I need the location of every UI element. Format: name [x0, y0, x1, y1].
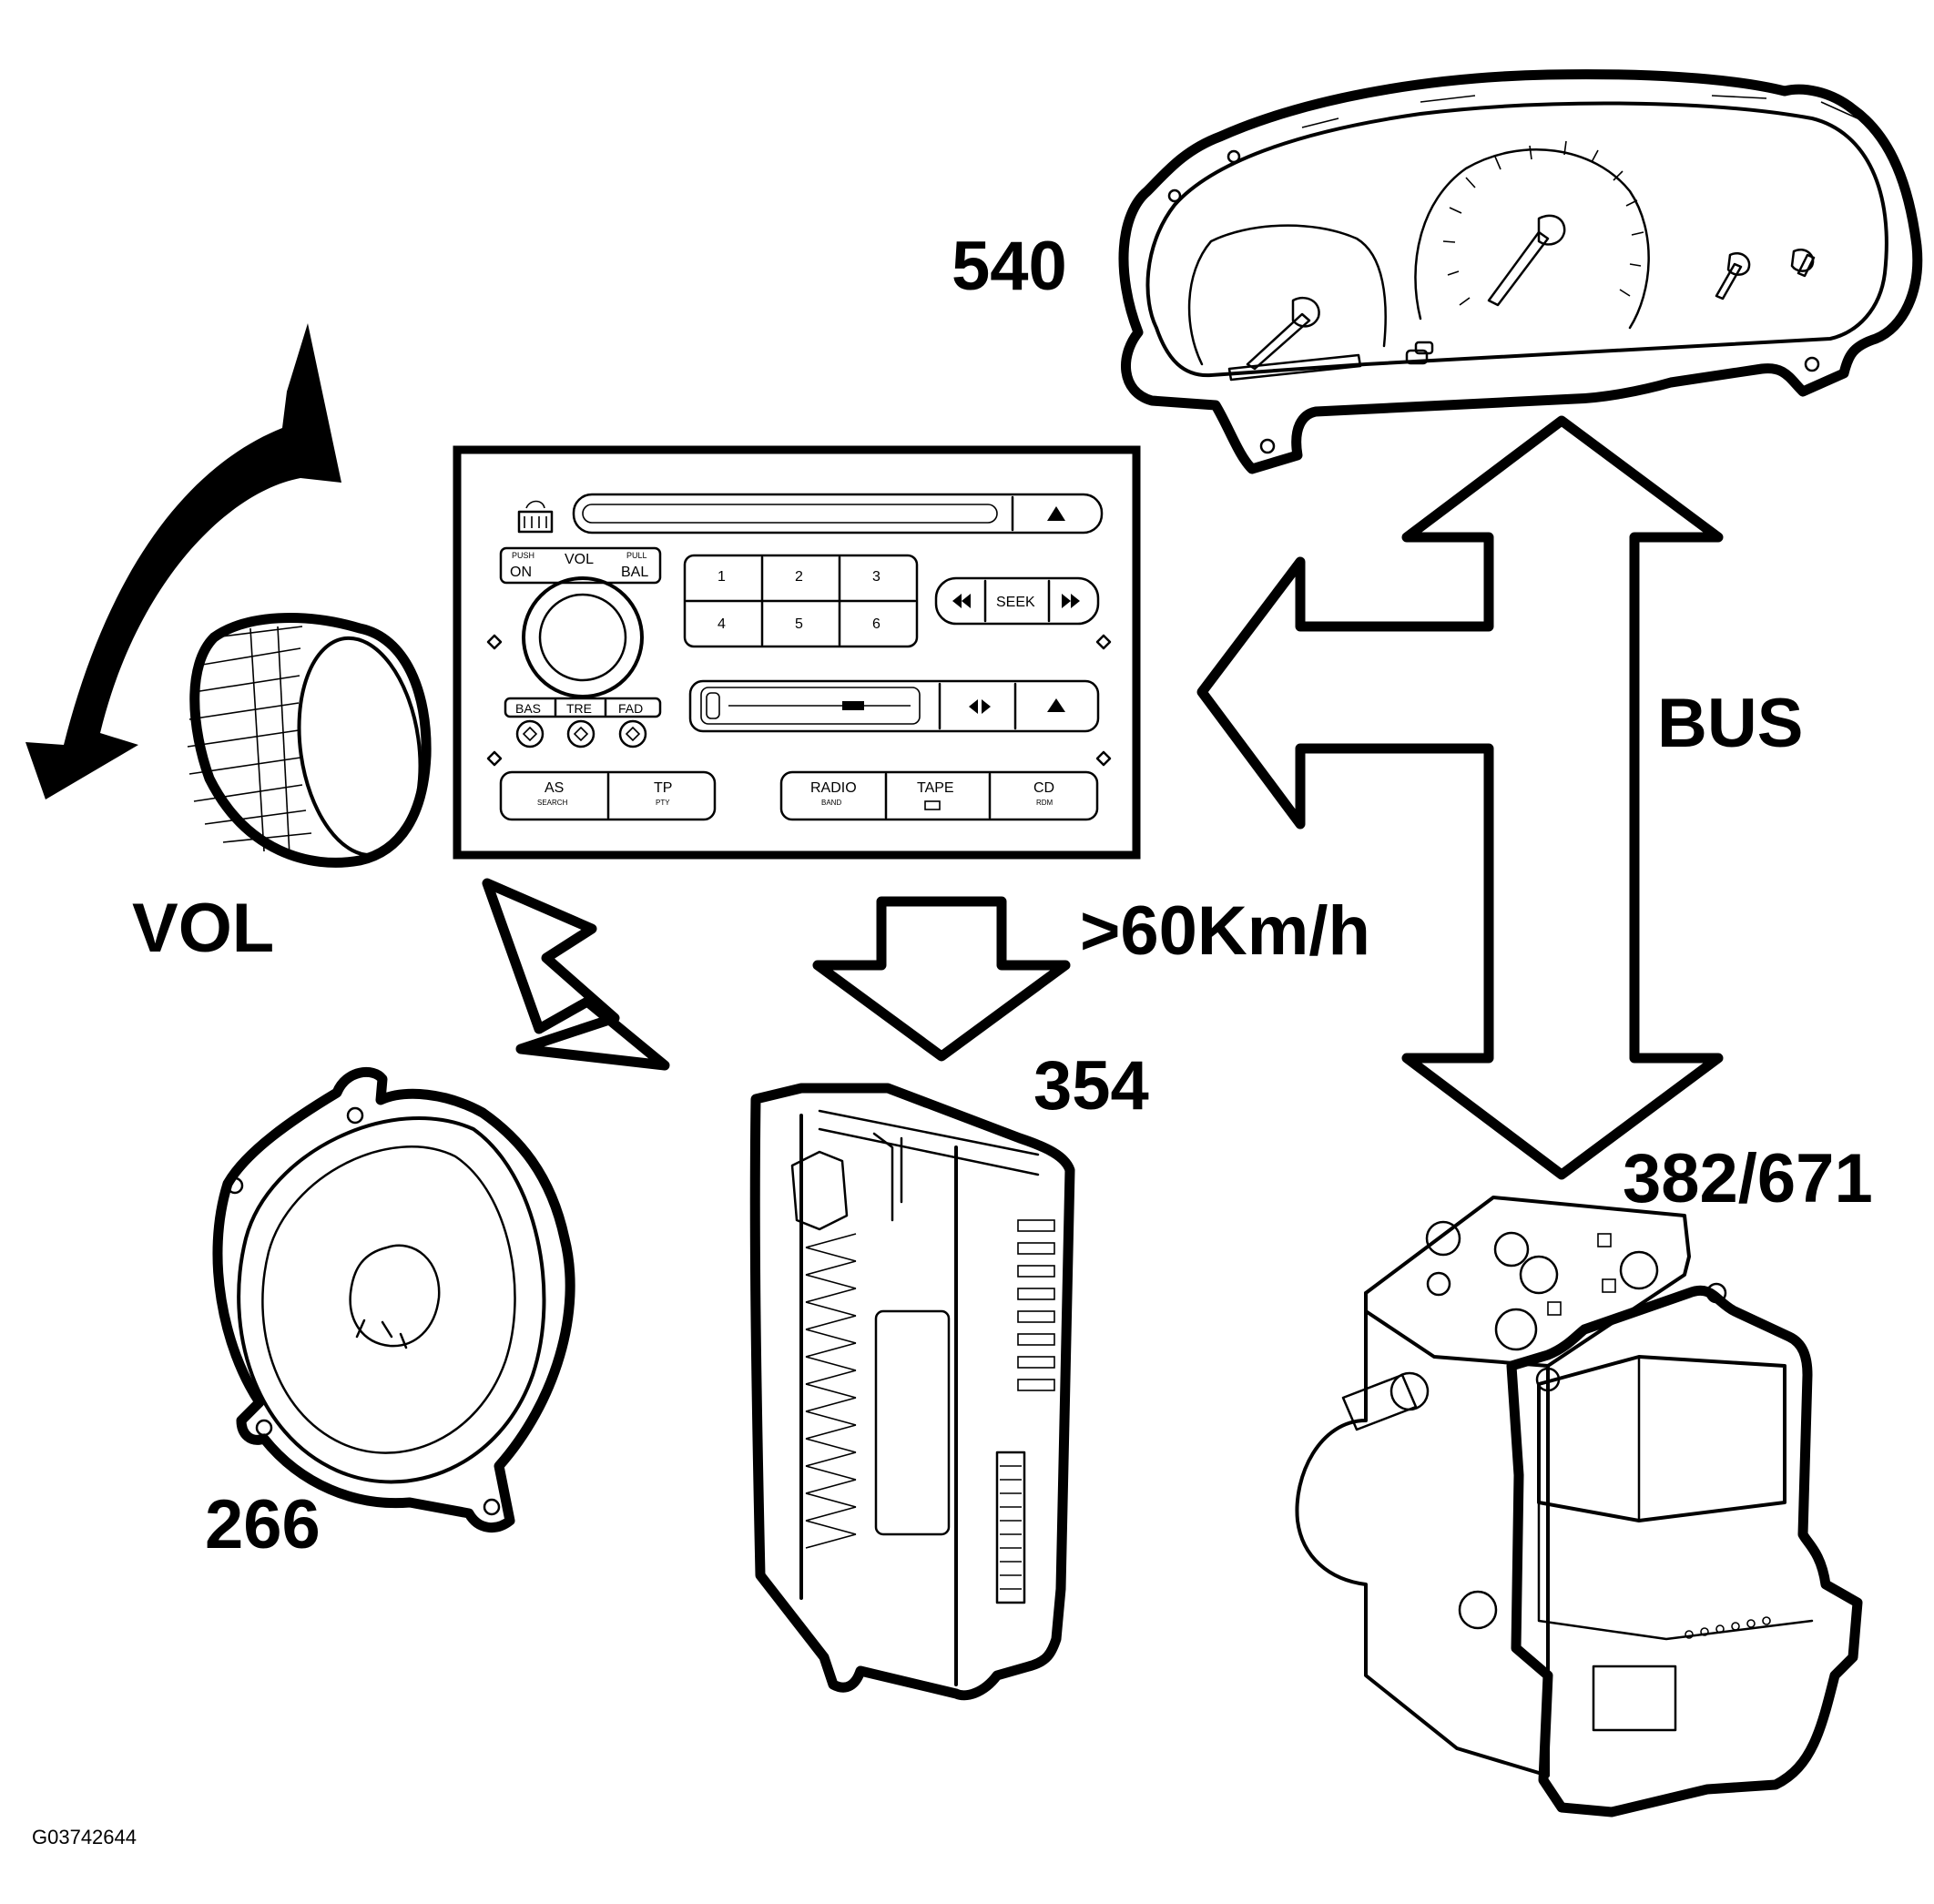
source-buttons	[779, 770, 1099, 821]
tp-label: TP	[654, 780, 673, 796]
seek-back-icon	[952, 594, 971, 608]
abs-module	[1295, 1196, 1863, 1817]
seek-button	[934, 576, 1100, 626]
tp-sub-label: PTY	[656, 799, 670, 807]
abs-socket	[1592, 1665, 1677, 1732]
tre-label: TRE	[566, 701, 592, 716]
eject-icon	[1047, 506, 1065, 521]
speaker	[212, 1067, 575, 1532]
bal-label: BAL	[621, 565, 648, 580]
arrow-to-speaker	[482, 878, 670, 1071]
rotation-arrow	[25, 323, 341, 799]
arrow-to-amplifier	[812, 896, 1071, 1062]
cd-sub-label: RDM	[1036, 799, 1054, 807]
tape-deck	[688, 679, 1100, 733]
amplifier-grille	[805, 1233, 857, 1549]
radio-head-unit: PUSH ON VOL PULL BAL SEEK	[453, 445, 1141, 860]
tre-knob	[566, 719, 595, 748]
preset-3: 3	[872, 569, 880, 585]
tape-eject-icon	[1047, 698, 1065, 712]
fad-label: FAD	[618, 701, 643, 716]
callout-382-671: 382/671	[1623, 1140, 1873, 1217]
seek-label: SEEK	[996, 595, 1035, 610]
callout-266: 266	[205, 1486, 321, 1563]
bas-knob	[515, 719, 545, 748]
as-tp-buttons	[499, 770, 717, 821]
callout-bus: BUS	[1657, 685, 1803, 762]
amplifier-vents	[1017, 1219, 1055, 1391]
tape-button-label: TAPE	[917, 780, 954, 796]
on-label: ON	[510, 565, 532, 580]
preset-6: 6	[872, 616, 880, 632]
amplifier-connector	[995, 1451, 1026, 1604]
instrument-cluster	[1118, 69, 1923, 474]
radio-sub-label: BAND	[821, 799, 842, 807]
bus-arrows	[1196, 415, 1724, 1180]
preset-5: 5	[795, 616, 803, 632]
bas-label: BAS	[515, 701, 541, 716]
vol-panel-label: VOL	[565, 552, 594, 567]
callout-speed: >60Km/h	[1080, 892, 1370, 970]
seek-forward-icon	[1062, 594, 1080, 608]
preset-4: 4	[718, 616, 726, 632]
callout-354: 354	[1033, 1047, 1149, 1125]
callout-vol: VOL	[132, 890, 274, 967]
figure-id: G03742644	[32, 1826, 137, 1848]
preset-1: 1	[718, 569, 726, 585]
preset-2: 2	[795, 569, 803, 585]
speed-needle	[1487, 230, 1550, 307]
preset-panel	[683, 554, 919, 648]
abs-connector-pins	[1685, 1616, 1771, 1639]
bal-top-label: PULL	[626, 551, 647, 560]
as-sub-label: SEARCH	[537, 799, 568, 807]
tape-direction-icon	[969, 699, 991, 714]
amplifier	[749, 1083, 1075, 1701]
speedometer-ticks	[1442, 140, 1644, 306]
as-label: AS	[545, 780, 565, 796]
cd-slot	[572, 493, 1104, 535]
cd-button-label: CD	[1033, 780, 1055, 796]
display-icon	[517, 510, 554, 534]
amplifier-label-plate	[874, 1309, 951, 1536]
callout-540: 540	[952, 228, 1067, 305]
on-top-label: PUSH	[512, 551, 534, 560]
radio-button-label: RADIO	[810, 780, 857, 796]
fad-knob	[618, 719, 647, 748]
volume-knob	[187, 613, 432, 868]
volume-knob-front	[522, 576, 644, 698]
